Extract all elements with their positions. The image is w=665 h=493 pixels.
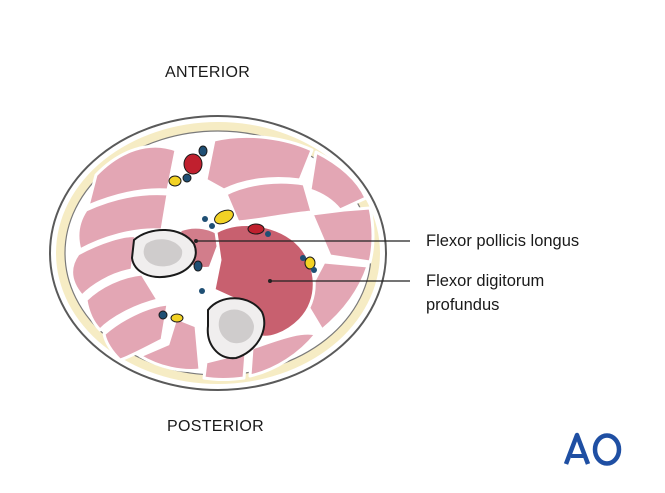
vein-median-2 xyxy=(209,223,215,229)
muscle-anterior-top-1 xyxy=(204,134,314,192)
vein-median-1 xyxy=(202,216,208,222)
muscle-posterior-left-1 xyxy=(102,302,170,362)
ulna-marrow xyxy=(218,309,254,344)
muscle-anterior-top-2 xyxy=(224,180,314,224)
artery-ulnar xyxy=(247,223,265,235)
vein-interosseous-1 xyxy=(193,260,203,272)
nerve-posterior xyxy=(170,313,184,323)
nerve-superficial-radial xyxy=(168,175,182,187)
radius-marrow xyxy=(143,239,183,267)
vein-radial-1 xyxy=(198,145,208,157)
vein-ulnar xyxy=(265,231,271,237)
vein-dorsal-right-2 xyxy=(311,267,317,273)
muscle-anterior-left-2 xyxy=(76,192,170,252)
leader-dot-flexor-digitorum-profundus xyxy=(268,279,272,283)
ao-logo xyxy=(563,432,622,466)
label-flexor-pollicis-longus: Flexor pollicis longus xyxy=(426,232,580,250)
muscle-medial-right-1 xyxy=(310,206,375,264)
muscle-anterior-left-1 xyxy=(86,144,178,208)
label-flexor-digitorum-profundus: Flexor digitorum profundus xyxy=(426,272,545,314)
vein-posterior xyxy=(158,310,168,320)
muscle-medial-right-2 xyxy=(302,260,370,332)
muscle-lateral-left xyxy=(70,234,138,298)
orientation-label-posterior: POSTERIOR xyxy=(167,418,264,435)
nerve-median xyxy=(214,209,234,225)
vein-radial-2 xyxy=(182,173,192,183)
muscle-posterior-bottom-1 xyxy=(248,331,318,378)
vein-dorsal-right xyxy=(300,255,306,261)
muscle-anterior-right xyxy=(308,150,368,212)
muscle-posterior-left-2 xyxy=(138,316,202,372)
muscle-lateral-lower xyxy=(84,272,160,332)
vein-interosseous-2 xyxy=(199,288,205,294)
artery-radial xyxy=(183,153,203,175)
nerve-dorsal-right xyxy=(304,256,316,270)
orientation-label-anterior: ANTERIOR xyxy=(165,64,251,81)
leader-dot-flexor-pollicis-longus xyxy=(194,239,198,243)
